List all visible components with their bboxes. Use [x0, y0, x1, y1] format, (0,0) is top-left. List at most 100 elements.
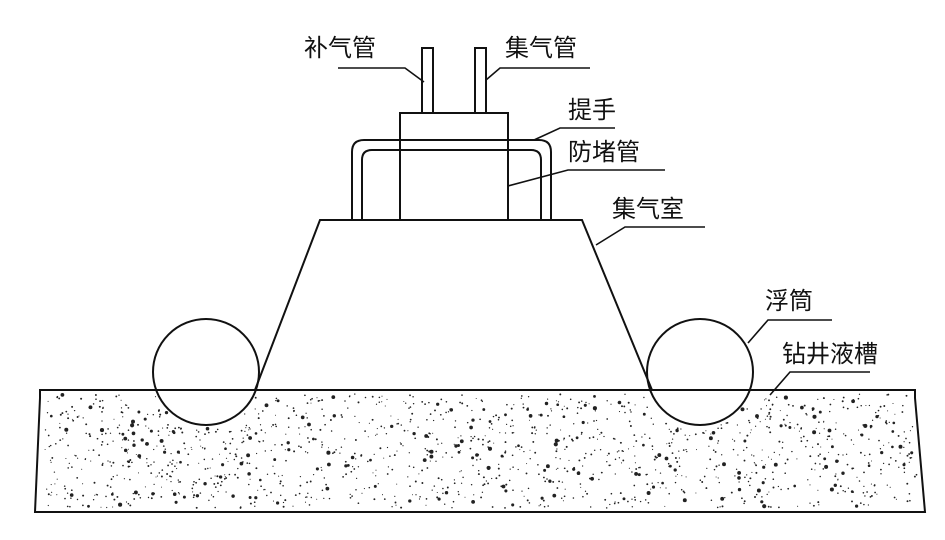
speckle-dot: [717, 442, 719, 444]
label-anti-clog-pipe: 防堵管: [568, 138, 640, 166]
speckle-dot: [681, 475, 683, 477]
speckle-dot: [47, 504, 49, 507]
speckle-dot: [321, 446, 323, 448]
speckle-dot: [596, 438, 599, 440]
speckle-dot: [50, 461, 52, 463]
speckle-dot: [597, 428, 599, 431]
speckle-dot: [364, 430, 366, 432]
speckle-dot: [323, 415, 325, 417]
speckle-dot: [534, 426, 536, 428]
speckle-dot: [517, 468, 519, 471]
speckle-dot: [563, 439, 565, 441]
speckle-dot: [562, 415, 566, 419]
speckle-dot: [529, 458, 531, 460]
speckle-dot: [610, 403, 612, 405]
speckle-dot: [51, 456, 54, 459]
speckle-dot: [355, 458, 357, 460]
speckle-dot: [345, 473, 348, 476]
speckle-dot: [868, 453, 871, 456]
speckle-dot: [875, 414, 879, 419]
speckle-dot: [132, 492, 134, 495]
speckle-dot: [765, 398, 767, 400]
speckle-dot: [581, 400, 583, 402]
speckle-dot: [402, 445, 404, 447]
speckle-dot: [373, 453, 375, 455]
speckle-dot: [293, 409, 295, 412]
speckle-dot: [229, 442, 232, 445]
speckle-dot: [674, 481, 677, 484]
speckle-dot: [482, 476, 485, 479]
speckle-dot: [651, 485, 656, 489]
speckle-dot: [58, 397, 61, 400]
speckle-dot: [771, 404, 773, 406]
speckle-dot: [547, 414, 549, 417]
speckle-dot: [860, 405, 862, 407]
speckle-dot: [846, 463, 849, 466]
speckle-dot: [172, 492, 177, 496]
speckle-dot: [647, 501, 650, 504]
speckle-dot: [908, 492, 911, 495]
speckle-dot: [546, 432, 548, 435]
speckle-dot: [829, 487, 834, 492]
speckle-dot: [306, 402, 309, 404]
speckle-dot: [408, 407, 410, 409]
speckle-dot: [198, 478, 201, 481]
speckle-dot: [65, 410, 68, 413]
speckle-dot: [127, 502, 130, 505]
speckle-dot: [604, 498, 607, 501]
speckle-dot: [44, 429, 47, 431]
speckle-dot: [717, 477, 719, 479]
speckle-dot: [609, 503, 611, 506]
speckle-dot: [863, 485, 865, 488]
speckle-dot: [149, 429, 153, 433]
speckle-dot: [469, 425, 473, 430]
speckle-dot: [831, 438, 833, 440]
speckle-dot: [263, 489, 265, 491]
speckle-dot: [511, 432, 514, 434]
speckle-dot: [133, 490, 138, 495]
speckle-dot: [452, 500, 455, 503]
speckle-dot: [282, 485, 284, 487]
speckle-dot: [137, 423, 139, 426]
speckle-dot: [897, 434, 900, 437]
speckle-dot: [850, 439, 853, 441]
speckle-dot: [903, 462, 906, 465]
speckle-dot: [106, 484, 109, 487]
speckle-dot: [282, 505, 285, 508]
speckle-dot: [715, 476, 717, 478]
speckle-dot: [685, 448, 687, 451]
speckle-dot: [800, 440, 803, 443]
speckle-dot: [784, 423, 786, 425]
speckle-dot: [497, 418, 500, 421]
speckle-dot: [403, 401, 405, 402]
speckle-dot: [436, 402, 440, 406]
speckle-dot: [755, 471, 758, 474]
speckle-dot: [856, 476, 858, 478]
speckle-dot: [877, 409, 880, 412]
handle-outer: [351, 139, 552, 220]
speckle-dot: [880, 473, 882, 475]
speckle-dot: [82, 494, 85, 497]
speckle-dot: [321, 399, 324, 402]
speckle-dot: [46, 488, 48, 490]
speckle-dot: [664, 456, 669, 461]
speckle-dot: [259, 424, 262, 426]
speckle-dot: [908, 441, 911, 444]
speckle-dot: [617, 400, 622, 405]
speckle-dot: [169, 461, 171, 463]
speckle-dot: [750, 429, 752, 431]
speckle-dot: [668, 492, 670, 495]
speckle-dot: [528, 414, 533, 418]
speckle-dot: [50, 491, 53, 493]
speckle-dot: [738, 481, 740, 483]
speckle-dot: [93, 481, 96, 484]
speckle-dot: [644, 433, 646, 435]
speckle-dot: [488, 440, 491, 442]
speckle-dot: [862, 491, 865, 494]
speckle-dot: [605, 507, 608, 509]
speckle-dot: [391, 468, 394, 471]
speckle-dot: [236, 448, 238, 450]
speckle-dot: [568, 435, 571, 437]
speckle-dot: [157, 430, 160, 432]
